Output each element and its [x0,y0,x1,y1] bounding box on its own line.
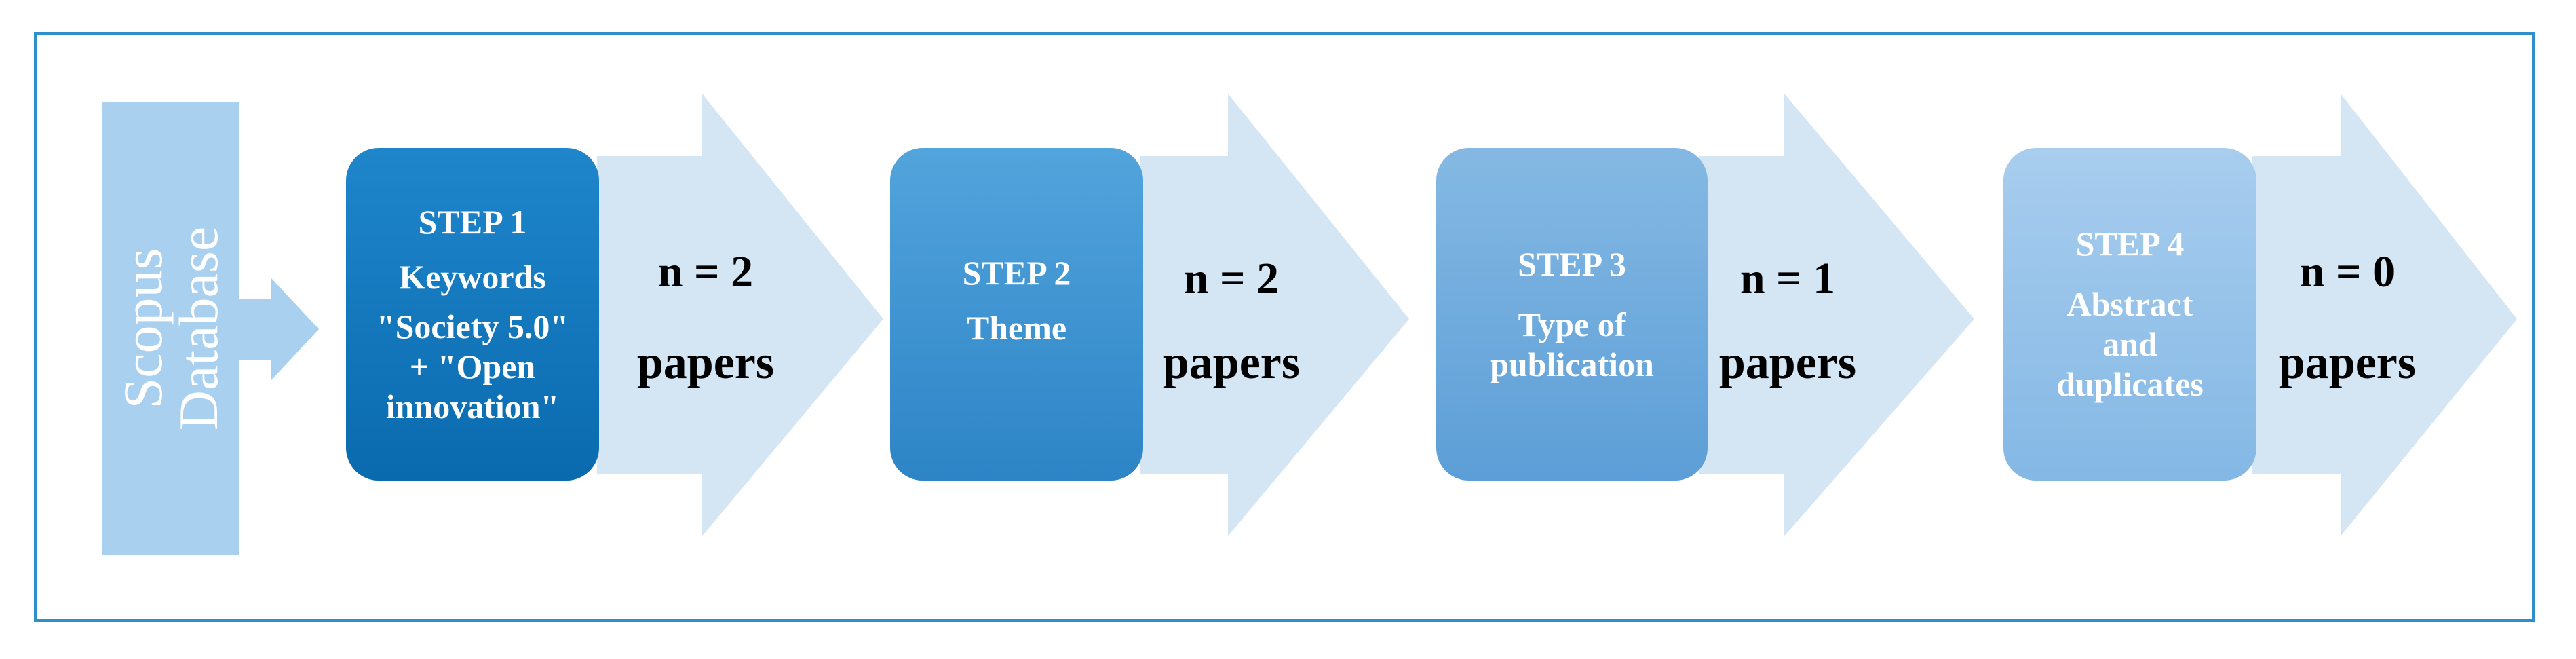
step-1-line: innovation" [385,387,560,426]
step4-arrow [2252,94,2517,536]
step-1-title: STEP 1 [418,202,527,241]
source-line-1: Scopus [111,248,174,409]
step3-arrow [1699,94,1974,536]
step1-arrow [597,94,883,536]
step-3-title: STEP 3 [1518,244,1626,283]
step-1-line: "Society 5.0" [376,307,569,345]
step2-arrow [1140,94,1409,536]
step-2-box: STEP 2 Theme [890,148,1143,481]
step-4-title: STEP 4 [2075,225,2185,263]
scopus-database-box: Scopus Database [102,102,239,555]
database-arrow [239,278,319,380]
step-4-count: n = 0 [2299,247,2396,297]
step-2-line: Theme [966,309,1067,347]
step-3-count: n = 1 [1739,254,1836,303]
step-2-unit: papers [1162,337,1301,389]
step-1-unit: papers [636,337,775,389]
step-4-box: STEP 4 Abstract and duplicates [2003,148,2256,481]
source-line-2: Database [167,226,229,431]
step-1-box: STEP 1 Keywords "Society 5.0" + "Open in… [346,148,599,481]
step-3-line: Type of [1518,305,1626,343]
step-2-title: STEP 2 [962,254,1071,292]
step-1-line: Keywords [399,257,546,296]
step-3-line: publication [1490,345,1654,383]
step-1-line: + "Open [409,347,536,385]
step-3-unit: papers [1718,337,1857,389]
scopus-database-label: Scopus Database [111,226,229,431]
step-4-line: duplicates [2056,365,2204,403]
step-3-box: STEP 3 Type of publication [1436,148,1708,481]
step-2-count: n = 2 [1183,254,1280,303]
step-4-line: and [2102,325,2157,363]
step-4-line: Abstract [2066,285,2193,323]
step-1-count: n = 2 [657,247,754,297]
step-4-unit: papers [2278,337,2417,389]
